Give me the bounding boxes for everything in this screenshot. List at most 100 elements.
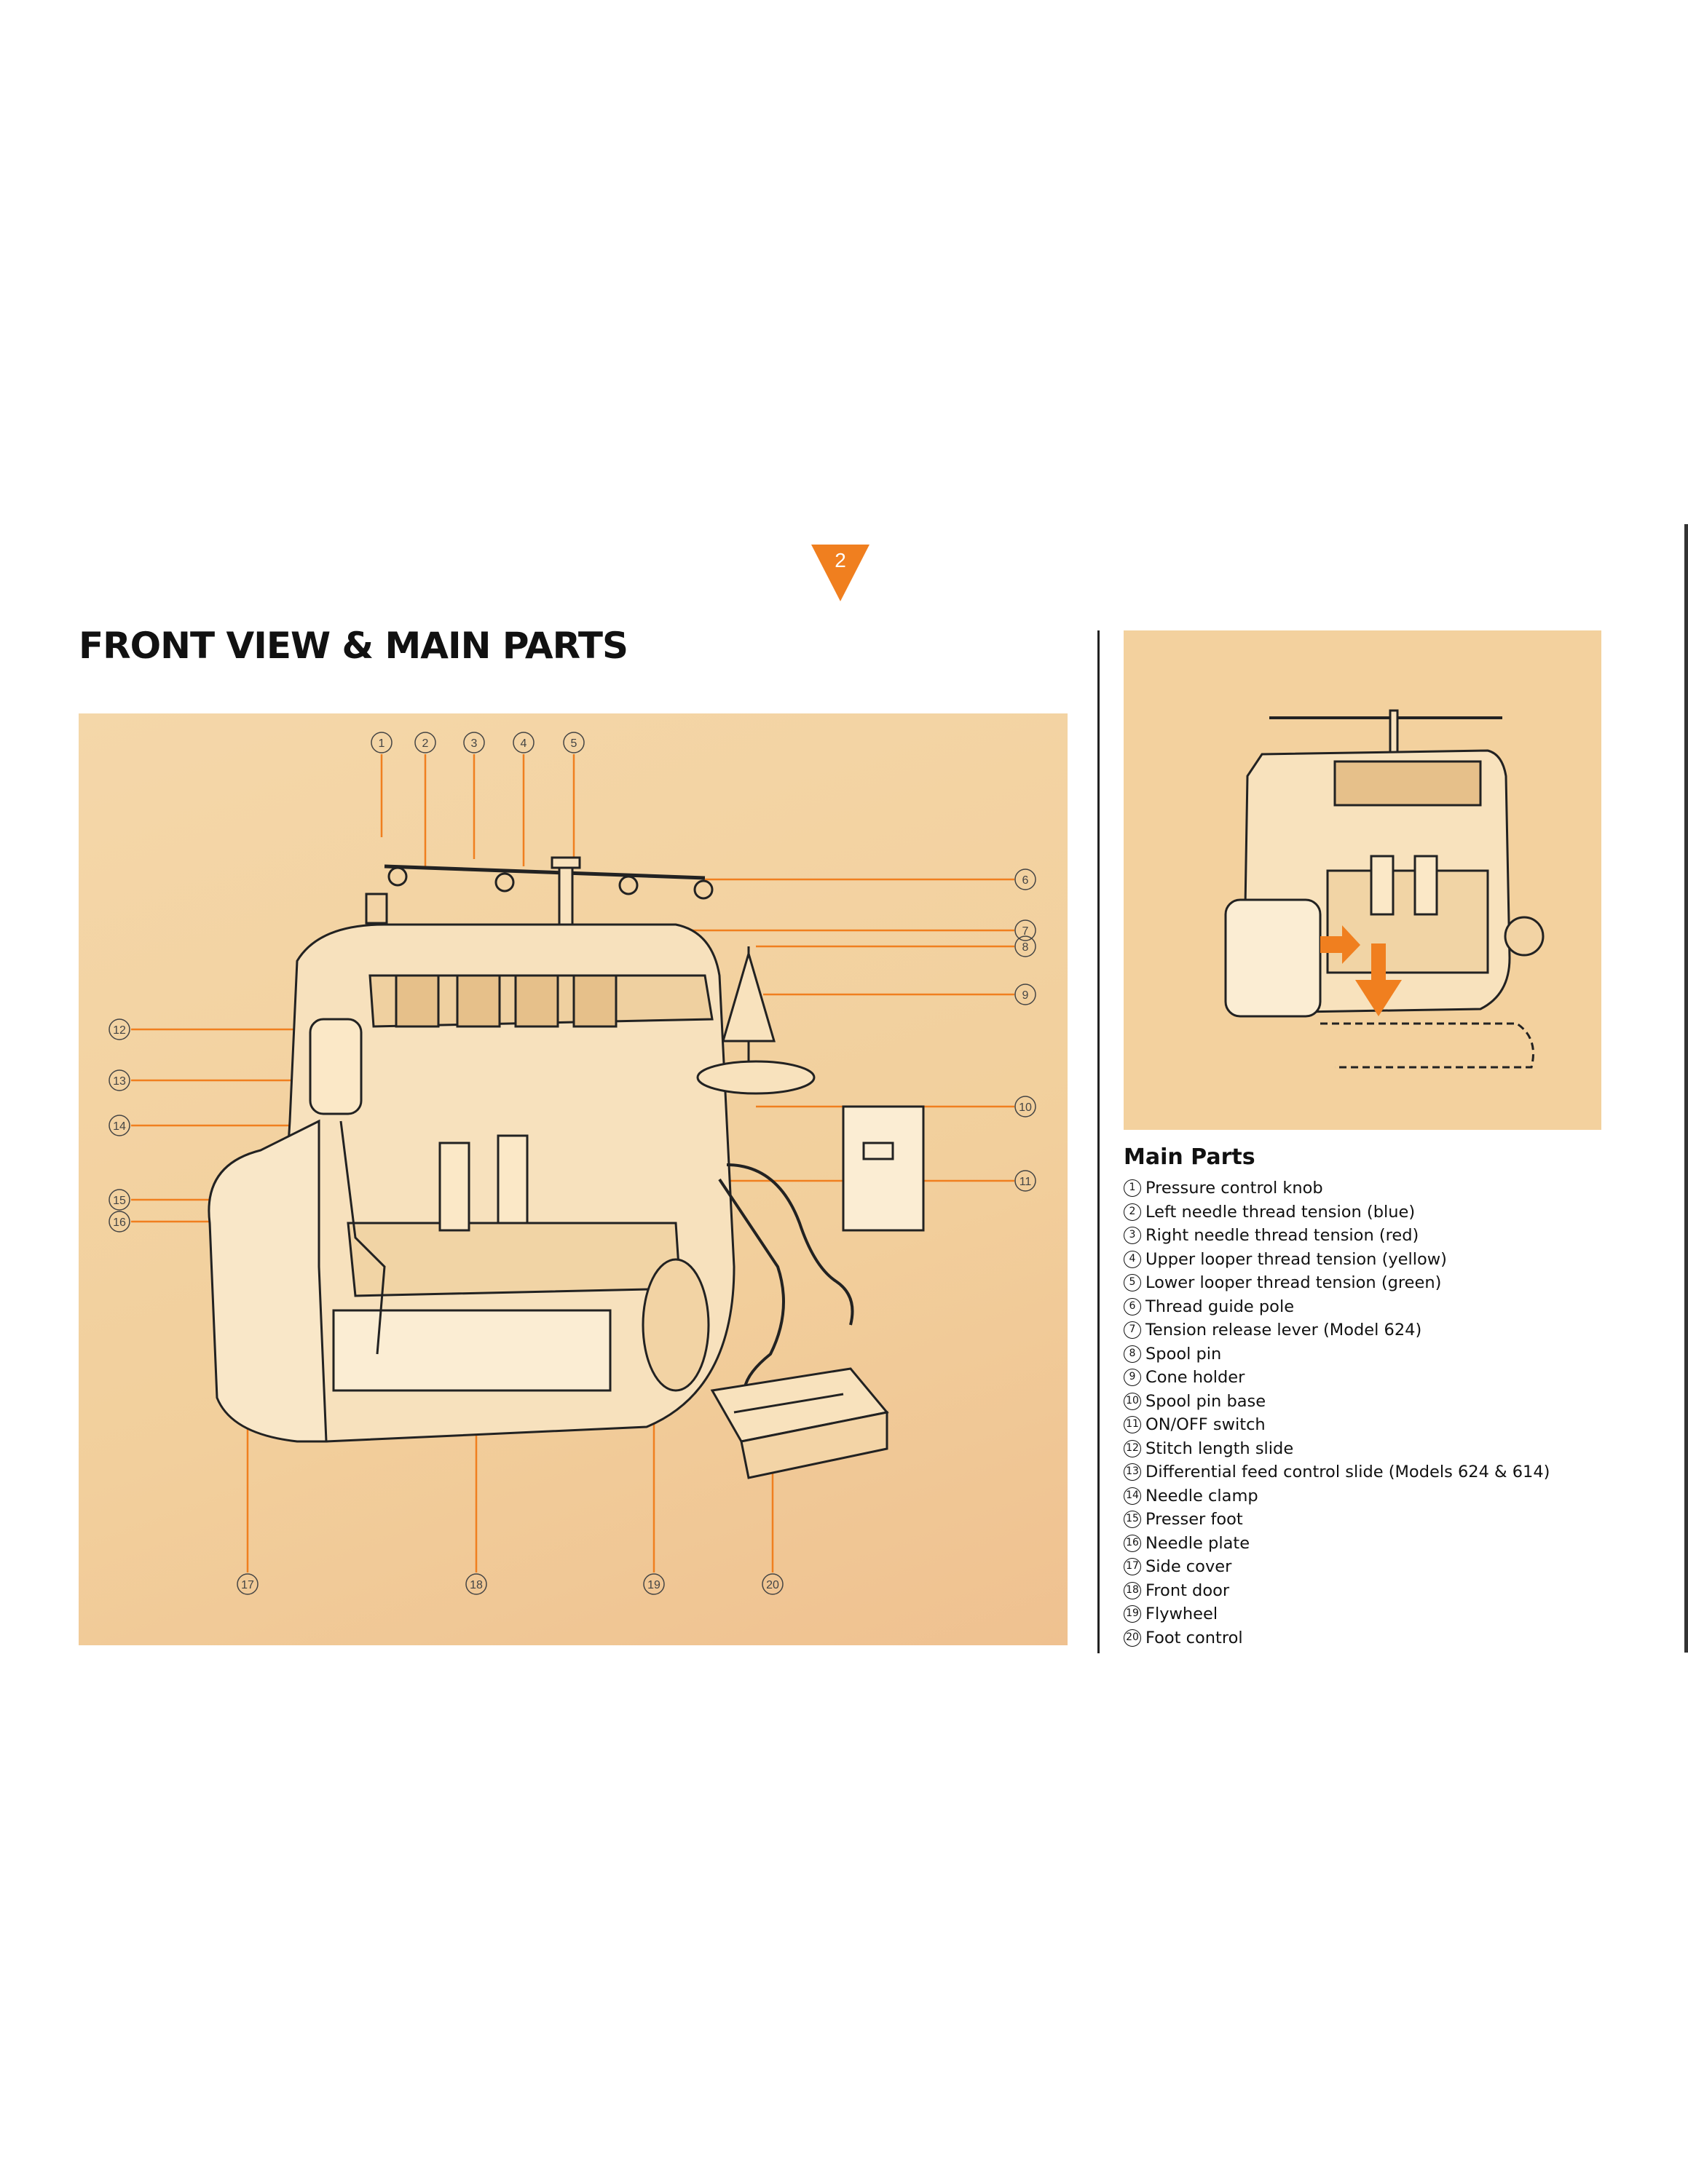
part-number: 19 bbox=[1124, 1605, 1141, 1623]
part-label: Right needle thread tension (red) bbox=[1145, 1226, 1419, 1246]
part-label: Tension release lever (Model 624) bbox=[1145, 1321, 1422, 1340]
column-divider bbox=[1097, 630, 1100, 1653]
part-number: 18 bbox=[1124, 1581, 1141, 1599]
callout-15: 15 bbox=[113, 1195, 126, 1207]
arrow-icons bbox=[1320, 925, 1402, 1016]
part-label: Lower looper thread tension (green) bbox=[1145, 1273, 1442, 1293]
part-number: 9 bbox=[1124, 1369, 1141, 1387]
part-label: Differential feed control slide (Models … bbox=[1145, 1463, 1550, 1482]
part-label: Side cover bbox=[1145, 1557, 1232, 1577]
callout-13: 13 bbox=[113, 1075, 126, 1088]
part-label: Foot control bbox=[1145, 1628, 1243, 1647]
part-number: 8 bbox=[1124, 1345, 1141, 1363]
part-number: 13 bbox=[1124, 1463, 1141, 1481]
callout-9: 9 bbox=[1022, 989, 1029, 1002]
part-number: 17 bbox=[1124, 1558, 1141, 1576]
part-number: 11 bbox=[1124, 1416, 1141, 1434]
part-number: 7 bbox=[1124, 1321, 1141, 1340]
part-label: Spool pin base bbox=[1145, 1391, 1266, 1411]
callout-1: 1 bbox=[379, 737, 385, 750]
callout-6: 6 bbox=[1022, 874, 1029, 887]
part-number: 6 bbox=[1124, 1297, 1141, 1315]
page-edge bbox=[1684, 524, 1688, 1653]
callout-12: 12 bbox=[113, 1024, 126, 1037]
part-label: Upper looper thread tension (yellow) bbox=[1145, 1249, 1447, 1269]
part-label: Presser foot bbox=[1145, 1510, 1243, 1530]
callout-5: 5 bbox=[571, 737, 577, 750]
callout-markers: 1 2 3 4 5 6 7 8 9 10 11 12 13 14 15 16 1… bbox=[109, 732, 1036, 1595]
part-number: 12 bbox=[1124, 1439, 1141, 1457]
part-number: 4 bbox=[1124, 1250, 1141, 1268]
callout-10: 10 bbox=[1019, 1101, 1032, 1114]
part-label: Flywheel bbox=[1145, 1605, 1218, 1624]
callout-8: 8 bbox=[1022, 941, 1029, 954]
callout-2: 2 bbox=[422, 737, 429, 750]
callout-19: 19 bbox=[647, 1579, 660, 1591]
part-number: 1 bbox=[1124, 1179, 1141, 1198]
part-label: ON/OFF switch bbox=[1145, 1415, 1266, 1435]
callout-18: 18 bbox=[470, 1579, 483, 1591]
callout-16: 16 bbox=[113, 1216, 126, 1229]
callout-7: 7 bbox=[1022, 925, 1029, 938]
foot-control bbox=[710, 1367, 889, 1479]
parts-list-title: Main Parts bbox=[1124, 1144, 1255, 1170]
callout-11: 11 bbox=[1019, 1176, 1032, 1188]
part-label: Needle plate bbox=[1145, 1533, 1250, 1553]
serger-side-view-drawing bbox=[1224, 709, 1545, 1069]
arrow-right-icon bbox=[1320, 925, 1360, 964]
part-number: 2 bbox=[1124, 1203, 1141, 1221]
part-label: Pressure control knob bbox=[1145, 1179, 1323, 1198]
callout-4: 4 bbox=[521, 737, 527, 750]
arrow-down-icon bbox=[1355, 943, 1402, 1016]
callout-3: 3 bbox=[471, 737, 478, 750]
part-number: 10 bbox=[1124, 1392, 1141, 1410]
part-number: 14 bbox=[1124, 1487, 1141, 1505]
serger-front-view-drawing: 1 2 3 4 5 6 7 8 9 10 11 12 13 14 15 16 1… bbox=[109, 732, 1036, 1595]
part-number: 16 bbox=[1124, 1534, 1141, 1552]
page-number-tab: 2 bbox=[811, 543, 869, 601]
page-number: 2 bbox=[835, 549, 846, 571]
front-view-illustration: 1 2 3 4 5 6 7 8 9 10 11 12 13 14 15 16 1… bbox=[79, 713, 1068, 1645]
part-number: 15 bbox=[1124, 1511, 1141, 1529]
machine-body bbox=[208, 893, 735, 1443]
page-title: FRONT VIEW & MAIN PARTS bbox=[79, 625, 628, 667]
power-outlet bbox=[718, 1105, 925, 1406]
side-cover-illustration bbox=[1124, 630, 1601, 1130]
cone-holder bbox=[696, 946, 816, 1095]
part-label: Stitch length slide bbox=[1145, 1439, 1294, 1458]
part-number: 20 bbox=[1124, 1629, 1141, 1647]
part-label: Spool pin bbox=[1145, 1344, 1222, 1364]
callout-17: 17 bbox=[241, 1579, 254, 1591]
part-label: Thread guide pole bbox=[1145, 1297, 1295, 1316]
side-machine-body bbox=[1224, 709, 1545, 1069]
triangle-marker-icon bbox=[811, 545, 869, 601]
part-number: 5 bbox=[1124, 1274, 1141, 1292]
part-label: Needle clamp bbox=[1145, 1486, 1258, 1506]
part-label: Cone holder bbox=[1145, 1368, 1245, 1388]
part-label: Front door bbox=[1145, 1580, 1230, 1600]
part-number: 3 bbox=[1124, 1227, 1141, 1245]
callout-20: 20 bbox=[766, 1579, 779, 1591]
callout-14: 14 bbox=[113, 1120, 126, 1133]
